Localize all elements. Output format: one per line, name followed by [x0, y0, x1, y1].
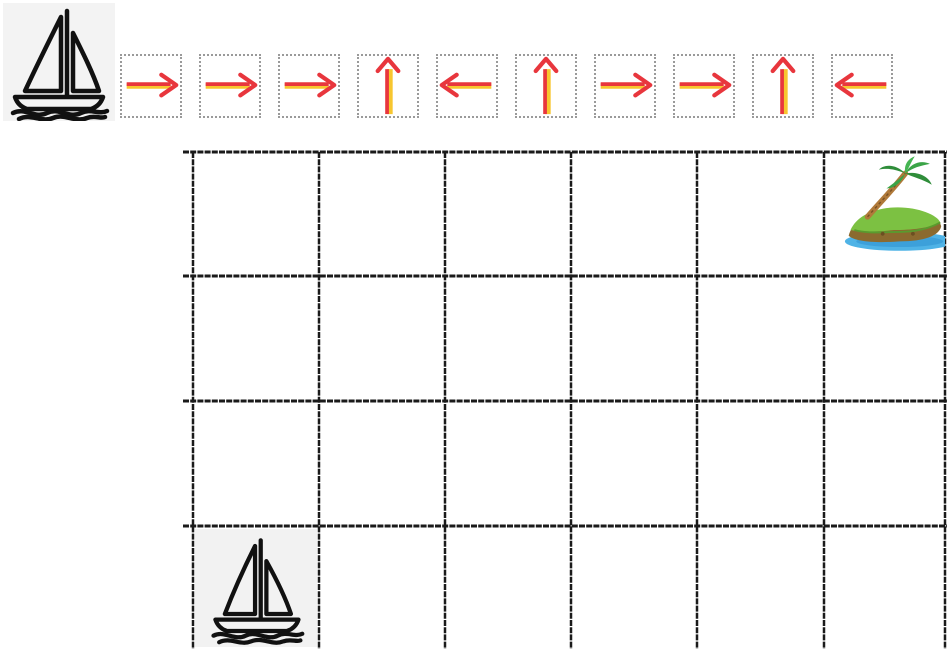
grid-cell-r3-c6[interactable]: [826, 404, 945, 524]
grid-cell-r2-c2[interactable]: [321, 279, 443, 399]
grid-cell-r3-c1[interactable]: [195, 404, 317, 524]
arrow-right-icon: [675, 56, 733, 116]
arrow-left-icon: [833, 56, 891, 116]
arrow-up-icon: [517, 56, 575, 116]
command-sequence: [120, 54, 900, 120]
grid-cell-r4-c1[interactable]: [195, 529, 317, 647]
grid-cell-r3-c3[interactable]: [447, 404, 569, 524]
grid-cell-r2-c6[interactable]: [826, 279, 945, 399]
sailboat-icon: [195, 529, 317, 647]
grid-cell-r1-c4[interactable]: [573, 153, 695, 274]
arrow-card-1[interactable]: [120, 54, 182, 118]
arrow-card-3[interactable]: [278, 54, 340, 118]
arrow-card-4[interactable]: [357, 54, 419, 118]
grid-cell-r2-c4[interactable]: [573, 279, 695, 399]
grid-cell-r1-c2[interactable]: [321, 153, 443, 274]
arrow-right-icon: [122, 56, 180, 116]
arrow-card-7[interactable]: [594, 54, 656, 118]
arrow-card-10[interactable]: [831, 54, 893, 118]
grid-cell-r3-c5[interactable]: [699, 404, 822, 524]
sailboat-legend-icon: [3, 3, 115, 121]
arrow-card-2[interactable]: [199, 54, 261, 118]
grid-cell-r1-c1[interactable]: [195, 153, 317, 274]
grid-cell-r3-c2[interactable]: [321, 404, 443, 524]
grid-cell-r4-c6[interactable]: [826, 529, 945, 647]
grid-cell-r1-c5[interactable]: [699, 153, 822, 274]
grid-cell-r2-c1[interactable]: [195, 279, 317, 399]
arrow-right-icon: [201, 56, 259, 116]
grid-cell-r4-c4[interactable]: [573, 529, 695, 647]
grid-cell-r4-c3[interactable]: [447, 529, 569, 647]
sailboat-icon: [3, 3, 115, 121]
arrow-card-5[interactable]: [436, 54, 498, 118]
arrow-right-icon: [280, 56, 338, 116]
grid-cell-r2-c3[interactable]: [447, 279, 569, 399]
arrow-card-8[interactable]: [673, 54, 735, 118]
arrow-card-9[interactable]: [752, 54, 814, 118]
grid-cell-r1-c6[interactable]: [826, 153, 945, 274]
grid-cell-r2-c5[interactable]: [699, 279, 822, 399]
arrow-left-icon: [438, 56, 496, 116]
palm-island-icon: [826, 153, 945, 274]
grid-cell-r4-c2[interactable]: [321, 529, 443, 647]
grid-cell-r4-c5[interactable]: [699, 529, 822, 647]
arrow-up-icon: [359, 56, 417, 116]
arrow-right-icon: [596, 56, 654, 116]
arrow-up-icon: [754, 56, 812, 116]
grid-cell-r3-c4[interactable]: [573, 404, 695, 524]
grid-cell-r1-c3[interactable]: [447, 153, 569, 274]
arrow-card-6[interactable]: [515, 54, 577, 118]
game-board: [183, 150, 947, 649]
